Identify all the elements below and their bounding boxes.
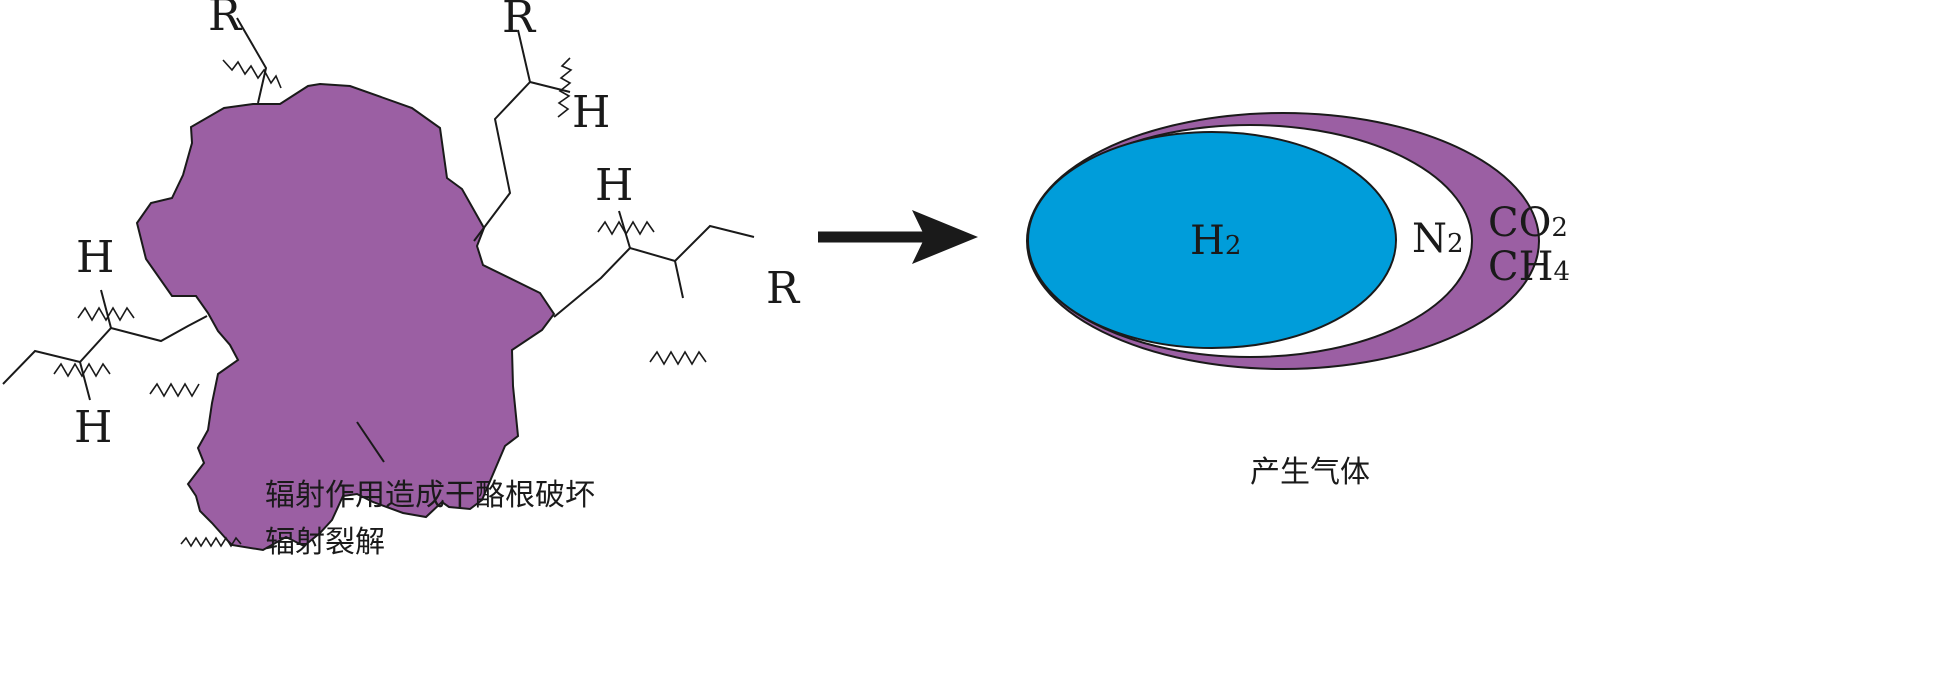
n2-sub: 2: [1447, 229, 1464, 259]
legend-cleavage: 辐射裂解: [180, 525, 385, 560]
n2-main: N: [1412, 216, 1447, 262]
chain-left: H H: [2, 232, 208, 453]
co2-label: CO2: [1488, 200, 1568, 246]
chain-right: H R: [553, 160, 801, 366]
caption-leader-line: [356, 421, 385, 463]
wavy-cleavage-icon: [180, 536, 242, 548]
co2-main: CO: [1488, 200, 1551, 246]
ch4-label: CH4: [1488, 244, 1570, 290]
co2-sub: 2: [1551, 213, 1568, 243]
ch4-sub: 4: [1554, 257, 1571, 287]
h2-sub: 2: [1225, 231, 1242, 261]
chain-top-left: R: [208, 0, 282, 104]
h-label-right: H: [595, 160, 633, 211]
h-label-top-right: H: [572, 87, 610, 138]
ch4-main: CH: [1488, 244, 1554, 290]
r-label-top-right: R: [502, 0, 537, 43]
right-arrow-icon: [818, 210, 978, 264]
h-label-left-top: H: [76, 232, 114, 283]
n2-label: N2: [1412, 216, 1464, 262]
h-label-left-bottom: H: [74, 402, 112, 453]
h2-label: H2: [1190, 218, 1241, 264]
gas-produced-caption: 产生气体: [1250, 455, 1370, 490]
r-label-top-left: R: [208, 0, 243, 41]
gas-ellipses: H2 N2 CO2 CH4: [1026, 112, 1570, 370]
kerogen-blob: [135, 82, 556, 552]
radiation-damage-caption: 辐射作用造成干酪根破坏: [265, 478, 595, 513]
h2-main: H: [1190, 218, 1225, 264]
r-label-right: R: [766, 263, 801, 314]
chain-top-right: R H: [473, 0, 610, 242]
hydrogen-ellipse: [1027, 131, 1397, 349]
radiation-cleavage-caption: 辐射裂解: [265, 525, 385, 560]
